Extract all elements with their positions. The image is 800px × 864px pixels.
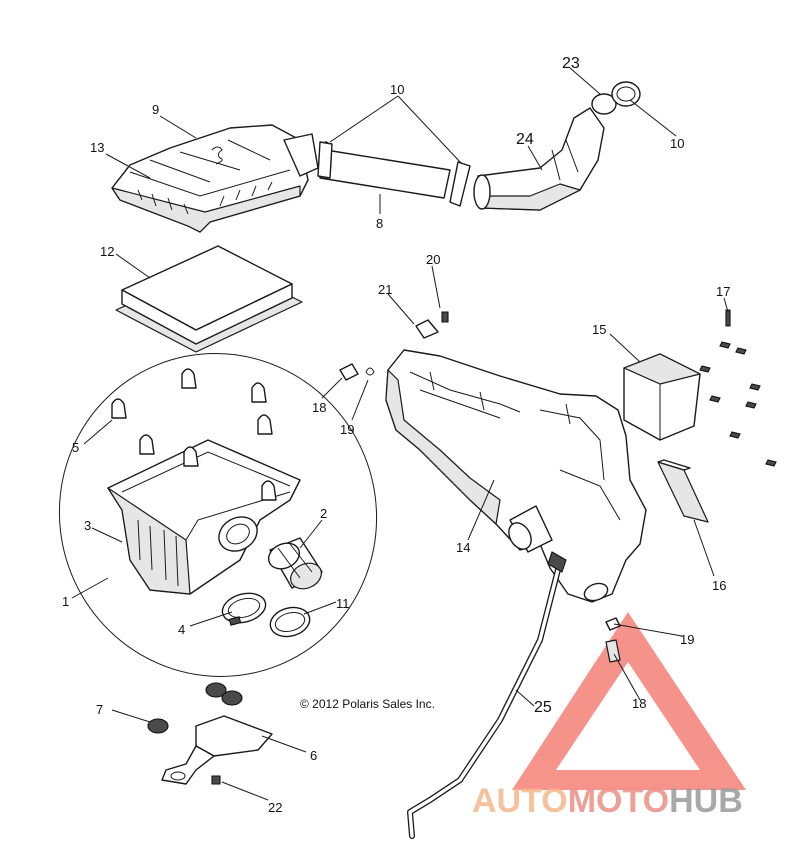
intake-duct — [473, 107, 605, 211]
callout-18-upper: 18 — [312, 400, 326, 415]
intake-tube — [317, 141, 471, 207]
watermark-wordmark: AUTOMOTOHUB — [472, 782, 743, 820]
svg-text:AUTOMOTOHUB: AUTOMOTOHUB — [472, 782, 743, 820]
leader-lines — [71, 67, 729, 801]
callout-21: 21 — [378, 282, 392, 297]
watermark-prefix: AUTO — [472, 782, 568, 820]
callout-10-upper-tube: 10 — [390, 82, 404, 97]
callout-14: 14 — [456, 540, 470, 555]
callout-labels: 9 13 10 8 23 10 24 12 20 21 17 15 18 19 … — [62, 55, 730, 815]
callout-7: 7 — [96, 702, 103, 717]
drain-hose — [407, 551, 567, 839]
intake-resonator-housing — [385, 349, 647, 603]
callout-13: 13 — [90, 140, 104, 155]
callout-23: 23 — [562, 55, 580, 72]
callout-24: 24 — [516, 131, 534, 148]
small-fittings — [339, 311, 621, 663]
watermark-logo — [512, 612, 746, 790]
callout-10-duct: 10 — [670, 136, 684, 151]
callout-1: 1 — [62, 594, 69, 609]
callout-22: 22 — [268, 800, 282, 815]
air-filter — [115, 245, 303, 353]
copyright-notice: © 2012 Polaris Sales Inc. — [300, 697, 435, 711]
callout-8: 8 — [376, 216, 383, 231]
intake-boot — [267, 537, 323, 590]
airbox-base — [107, 439, 301, 595]
callout-11: 11 — [336, 596, 350, 611]
callout-25: 25 — [534, 699, 552, 716]
callout-5: 5 — [72, 440, 79, 455]
duct-clamps — [591, 81, 641, 115]
mounting-bracket — [161, 715, 273, 785]
callout-15: 15 — [592, 322, 606, 337]
cover-screws — [699, 309, 777, 467]
hose-clamps — [221, 592, 311, 638]
callout-16: 16 — [712, 578, 726, 593]
callout-12: 12 — [100, 244, 114, 259]
callout-6: 6 — [310, 748, 317, 763]
callout-4: 4 — [178, 622, 185, 637]
callout-3: 3 — [84, 518, 91, 533]
rubber-grommets — [147, 682, 243, 785]
watermark-triangle-icon — [512, 612, 746, 790]
callout-20: 20 — [426, 252, 440, 267]
watermark-middle: MOTO — [568, 782, 669, 820]
watermark-suffix: HUB — [669, 782, 743, 820]
airbox-cover — [111, 124, 319, 233]
resonator-cover — [623, 353, 701, 441]
resonator-foam — [657, 459, 709, 523]
airbox-assembly-outline — [58, 353, 378, 677]
callout-2: 2 — [320, 506, 327, 521]
retaining-clips — [111, 368, 277, 501]
callout-18-lower: 18 — [632, 696, 646, 711]
callout-19-lower: 19 — [680, 632, 694, 647]
callout-9: 9 — [152, 102, 159, 117]
callout-17: 17 — [716, 284, 730, 299]
callout-19-upper: 19 — [340, 422, 354, 437]
